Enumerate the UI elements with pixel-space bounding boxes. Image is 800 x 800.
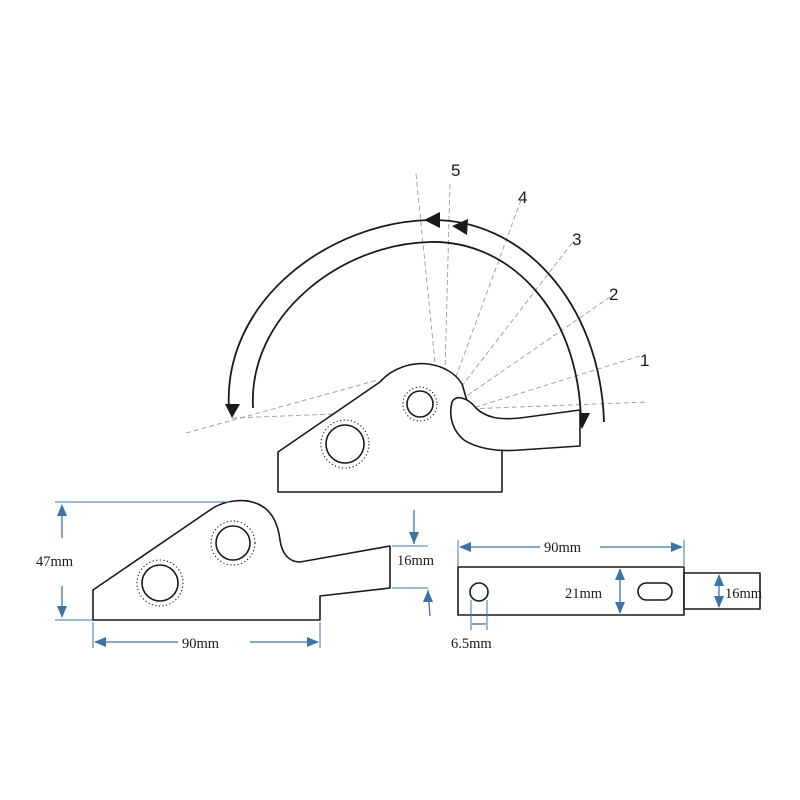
side-mount-hole bbox=[141, 564, 179, 602]
position-label-4: 4 bbox=[518, 188, 527, 207]
position-labels: 1 2 3 4 5 bbox=[451, 161, 649, 370]
latch-body-rotated bbox=[277, 362, 581, 493]
dimension-label-90mm-top: 90mm bbox=[544, 540, 582, 556]
dimension-6-5mm: 6.5mm bbox=[451, 600, 492, 652]
position-label-2: 2 bbox=[609, 285, 618, 304]
side-pivot-hole bbox=[215, 525, 251, 561]
pivot-hole bbox=[406, 390, 434, 418]
dimension-47mm: 47mm bbox=[36, 501, 230, 621]
dimension-label-16mm-top: 16mm bbox=[725, 586, 763, 602]
top-slot bbox=[637, 582, 673, 601]
arc-arrowhead-top-2 bbox=[452, 219, 468, 235]
top-view: 90mm 21mm 6.5mm 16mm bbox=[451, 540, 763, 652]
arc-arrowhead-top-1 bbox=[424, 212, 440, 228]
dimension-21mm: 21mm bbox=[565, 568, 625, 614]
dimension-label-90mm-side: 90mm bbox=[182, 636, 220, 652]
dimension-16mm-top: 16mm bbox=[714, 574, 763, 608]
position-label-1: 1 bbox=[640, 351, 649, 370]
dimension-label-21mm: 21mm bbox=[565, 586, 603, 602]
dimension-16mm-side: 16mm bbox=[392, 510, 435, 617]
dimension-90mm-top: 90mm bbox=[457, 540, 685, 566]
top-mount-hole bbox=[469, 582, 489, 602]
arc-arrowhead-left bbox=[225, 404, 240, 418]
mount-hole bbox=[325, 424, 365, 464]
position-label-5: 5 bbox=[451, 161, 460, 180]
rotation-arc bbox=[225, 212, 605, 429]
dimension-90mm-side: 90mm bbox=[92, 622, 321, 652]
position-label-3: 3 bbox=[572, 230, 581, 249]
dimension-label-16mm-side: 16mm bbox=[397, 553, 435, 569]
dimension-label-6-5mm: 6.5mm bbox=[451, 636, 492, 652]
side-view: 47mm 90mm 16mm bbox=[36, 499, 435, 652]
dimension-label-47mm: 47mm bbox=[36, 554, 74, 570]
rotation-view: 1 2 3 4 5 bbox=[185, 161, 649, 493]
